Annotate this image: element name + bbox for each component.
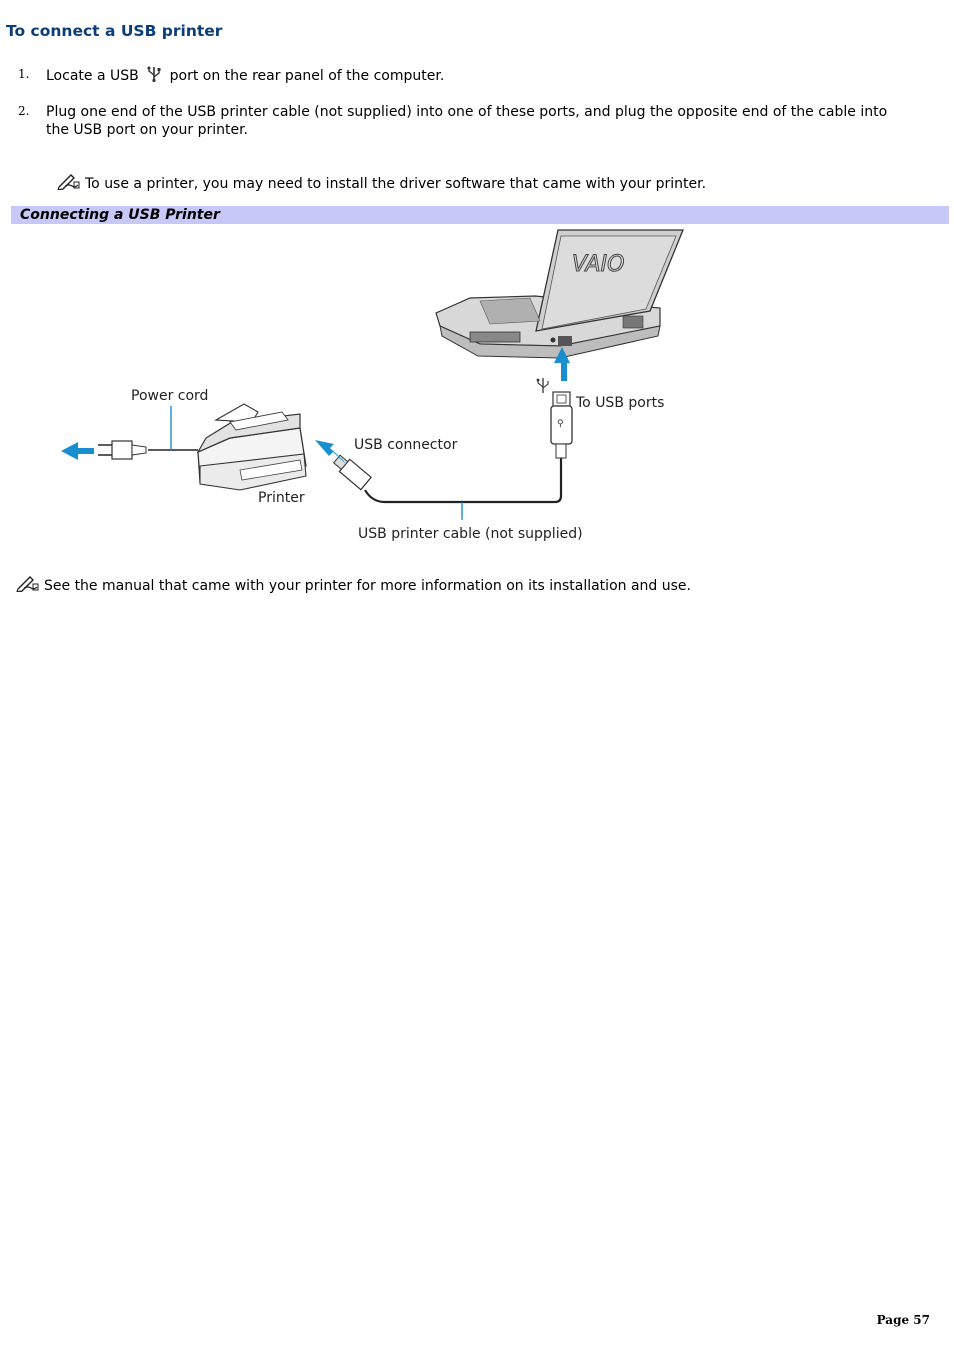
note-text: To use a printer, you may need to instal… bbox=[85, 176, 707, 192]
note-pencil-icon bbox=[57, 174, 80, 191]
note-text: See the manual that came with your print… bbox=[44, 578, 691, 594]
label-usb-connector: USB connector bbox=[354, 437, 458, 453]
step-number: 1. bbox=[18, 67, 30, 81]
step-text-part: port on the rear panel of the computer. bbox=[169, 68, 445, 84]
note-manual: See the manual that came with your print… bbox=[16, 574, 691, 595]
usb-icon bbox=[147, 66, 161, 87]
page-number: Page 57 bbox=[876, 1313, 930, 1327]
laptop-illustration: VAIO bbox=[435, 229, 684, 359]
figure-caption-bar: Connecting a USB Printer bbox=[11, 206, 949, 224]
label-usb-cable: USB printer cable (not supplied) bbox=[358, 526, 583, 542]
step-text: Locate a USB port on the rear panel of t… bbox=[46, 66, 896, 87]
figure-caption: Connecting a USB Printer bbox=[20, 207, 220, 223]
usb-b-connector bbox=[332, 454, 372, 491]
printer-illustration bbox=[196, 403, 307, 491]
page-title: To connect a USB printer bbox=[6, 22, 223, 40]
usb-printer-diagram: VAIO ⚲ bbox=[0, 226, 954, 556]
svg-text:VAIO: VAIO bbox=[572, 252, 624, 277]
usb-cable bbox=[364, 458, 563, 504]
note-install-driver: To use a printer, you may need to instal… bbox=[57, 172, 706, 193]
label-usb-ports: To USB ports bbox=[575, 395, 664, 411]
step-number: 2. bbox=[18, 104, 30, 118]
step-text: Plug one end of the USB printer cable (n… bbox=[46, 104, 888, 138]
step-text-part: Locate a USB bbox=[46, 68, 139, 84]
usb-a-plug: ⚲ bbox=[550, 391, 573, 459]
arrow-to-printer bbox=[315, 440, 346, 464]
arrow-to-laptop bbox=[554, 347, 570, 381]
label-power-cord: Power cord bbox=[131, 388, 208, 404]
usb-symbol-icon bbox=[536, 378, 549, 393]
svg-text:⚲: ⚲ bbox=[557, 419, 564, 429]
label-printer: Printer bbox=[258, 490, 305, 506]
arrow-from-power-cord bbox=[61, 442, 94, 460]
power-cord bbox=[98, 406, 198, 460]
note-pencil-icon bbox=[16, 576, 39, 593]
